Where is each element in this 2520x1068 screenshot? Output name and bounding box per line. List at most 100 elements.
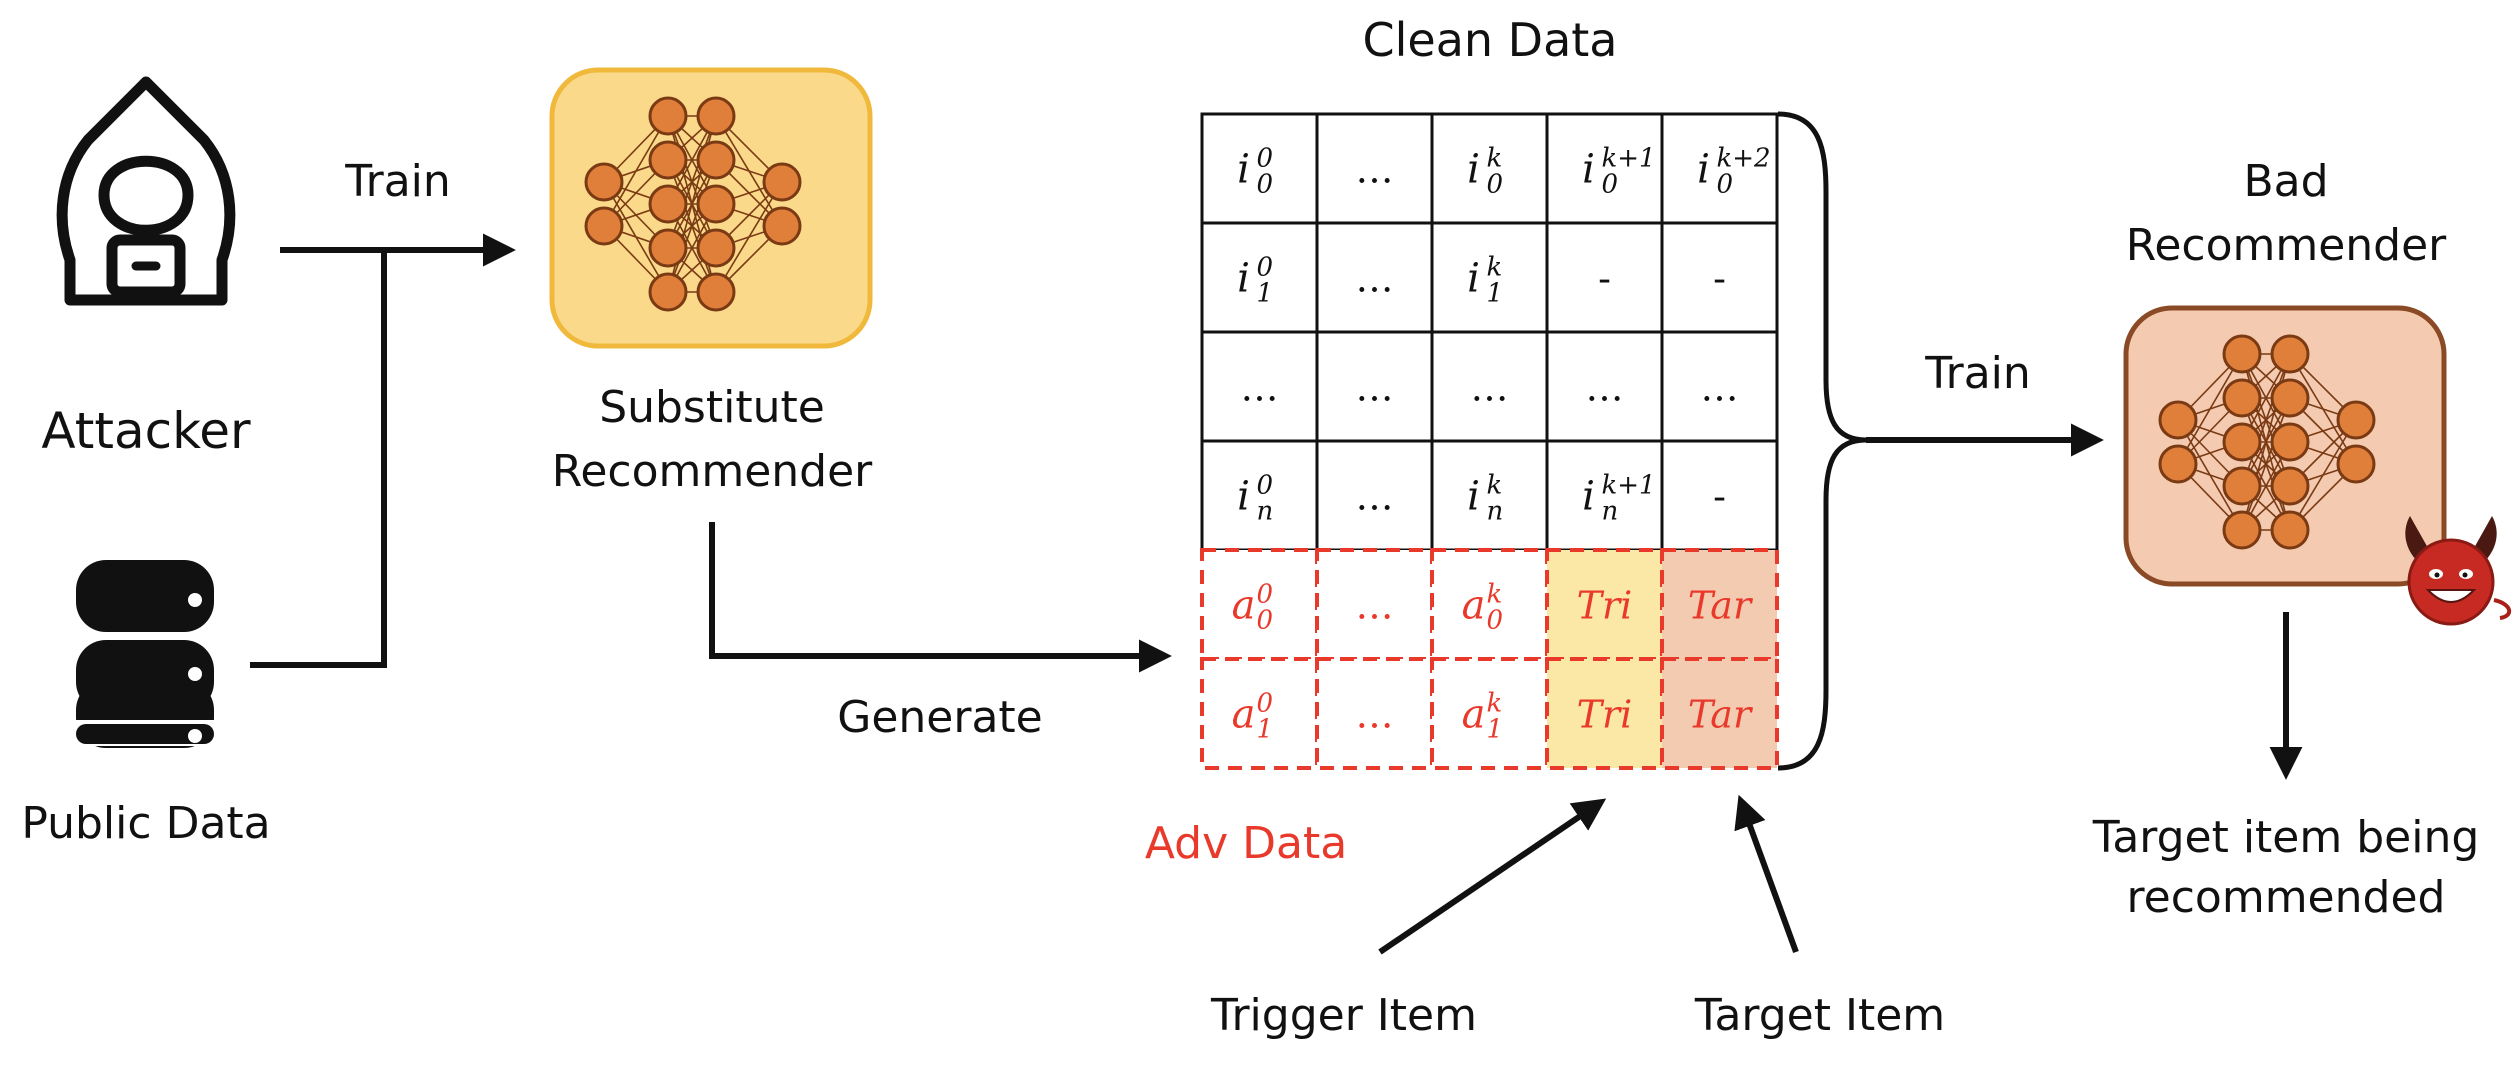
devil-icon bbox=[2405, 516, 2511, 626]
svg-text:-: - bbox=[1598, 257, 1611, 301]
target-item-label: Target Item bbox=[1694, 990, 1945, 1041]
clean-data-cell: - bbox=[1660, 439, 1779, 552]
nn-neuron bbox=[2158, 400, 2198, 440]
svg-text:…: … bbox=[1356, 257, 1394, 301]
svg-text:k+2: k+2 bbox=[1717, 144, 1771, 174]
nn-neuron bbox=[2222, 378, 2262, 418]
svg-text:Tar: Tar bbox=[1688, 584, 1754, 628]
svg-text:a: a bbox=[1232, 692, 1256, 738]
svg-text:i: i bbox=[1237, 256, 1250, 302]
nn-edge bbox=[667, 115, 717, 249]
svg-text:…: … bbox=[1356, 584, 1394, 628]
nn-neuron bbox=[2222, 422, 2262, 462]
svg-text:i: i bbox=[1467, 256, 1480, 302]
clean-data-cell: … bbox=[1660, 330, 1779, 443]
generate-arrow bbox=[709, 522, 1172, 673]
adv-data-cell: … bbox=[1315, 657, 1434, 770]
nn-neuron bbox=[2270, 334, 2310, 374]
nn-neuron bbox=[648, 272, 688, 312]
nn-neuron bbox=[584, 206, 624, 246]
clean-data-cell: - bbox=[1545, 221, 1664, 334]
svg-text:0: 0 bbox=[1257, 606, 1274, 636]
nn-neuron bbox=[648, 140, 688, 180]
svg-text:a: a bbox=[1462, 692, 1486, 738]
nn-neuron bbox=[2222, 510, 2262, 550]
svg-text:i: i bbox=[1237, 147, 1250, 193]
svg-text:Tri: Tri bbox=[1577, 584, 1633, 628]
nn-neuron bbox=[584, 162, 624, 202]
nn-neuron bbox=[648, 184, 688, 224]
nn-neuron bbox=[2158, 444, 2198, 484]
svg-text:0: 0 bbox=[1257, 253, 1274, 283]
clean-data-cell: … bbox=[1430, 330, 1549, 443]
adv-data-cell: Tar bbox=[1660, 548, 1779, 661]
nn-neuron bbox=[696, 228, 736, 268]
svg-text:n: n bbox=[1602, 497, 1619, 527]
svg-text:Tri: Tri bbox=[1577, 693, 1633, 737]
nn-edge bbox=[2177, 353, 2243, 465]
svg-text:i: i bbox=[1697, 147, 1710, 193]
svg-text:…: … bbox=[1471, 366, 1509, 410]
nn-neuron bbox=[2222, 466, 2262, 506]
substitute-label-line2: Recommender bbox=[552, 446, 873, 497]
nn-neuron bbox=[648, 228, 688, 268]
svg-text:i: i bbox=[1467, 474, 1480, 520]
svg-text:…: … bbox=[1586, 366, 1624, 410]
svg-text:a: a bbox=[1462, 583, 1486, 629]
adv-data-cell: Tri bbox=[1545, 548, 1664, 661]
nn-neuron bbox=[762, 206, 802, 246]
svg-text:0: 0 bbox=[1257, 170, 1274, 200]
nn-edge bbox=[2241, 353, 2291, 487]
svg-text:0: 0 bbox=[1717, 170, 1734, 200]
nn-edge bbox=[667, 159, 717, 293]
nn-neuron bbox=[648, 96, 688, 136]
svg-text:i: i bbox=[1237, 474, 1250, 520]
nn-neuron bbox=[696, 96, 736, 136]
svg-text:…: … bbox=[1356, 148, 1394, 192]
nn-edge bbox=[2241, 397, 2291, 531]
nn-neuron bbox=[2270, 466, 2310, 506]
clean-data-cell: … bbox=[1200, 330, 1319, 443]
clean-data-cell: … bbox=[1315, 112, 1434, 225]
clean-data-cell: … bbox=[1315, 439, 1434, 552]
trigger-item-label: Trigger Item bbox=[1210, 990, 1477, 1041]
nn-edge bbox=[603, 115, 669, 227]
nn-neuron bbox=[2270, 510, 2310, 550]
svg-text:i: i bbox=[1582, 474, 1595, 520]
svg-text:0: 0 bbox=[1257, 144, 1274, 174]
bad-neural-network-icon bbox=[2158, 334, 2376, 550]
svg-text:i: i bbox=[1467, 147, 1480, 193]
clean-data-cell: … bbox=[1545, 330, 1664, 443]
nn-edge bbox=[715, 181, 783, 293]
svg-text:-: - bbox=[1713, 475, 1726, 519]
svg-text:k: k bbox=[1487, 689, 1503, 719]
svg-text:-: - bbox=[1713, 257, 1726, 301]
nn-neuron bbox=[696, 184, 736, 224]
svg-text:1: 1 bbox=[1257, 279, 1274, 309]
clean-data-cell: - bbox=[1660, 221, 1779, 334]
database-icon bbox=[76, 560, 214, 748]
trigger-item-arrow bbox=[1378, 798, 1607, 955]
svg-text:i: i bbox=[1582, 147, 1595, 193]
svg-text:k: k bbox=[1487, 144, 1503, 174]
svg-text:k: k bbox=[1487, 580, 1503, 610]
public-data-label: Public Data bbox=[21, 798, 270, 849]
svg-text:0: 0 bbox=[1257, 580, 1274, 610]
bad-recommender-label-line2: Recommender bbox=[2126, 220, 2447, 271]
svg-text:Tar: Tar bbox=[1688, 693, 1754, 737]
adv-data-cell: … bbox=[1315, 548, 1434, 661]
svg-text:0: 0 bbox=[1487, 606, 1504, 636]
svg-text:…: … bbox=[1356, 693, 1394, 737]
clean-data-cell: … bbox=[1315, 330, 1434, 443]
train-label-left: Train bbox=[344, 156, 451, 207]
bad-recommender-label-line1: Bad bbox=[2243, 156, 2328, 207]
